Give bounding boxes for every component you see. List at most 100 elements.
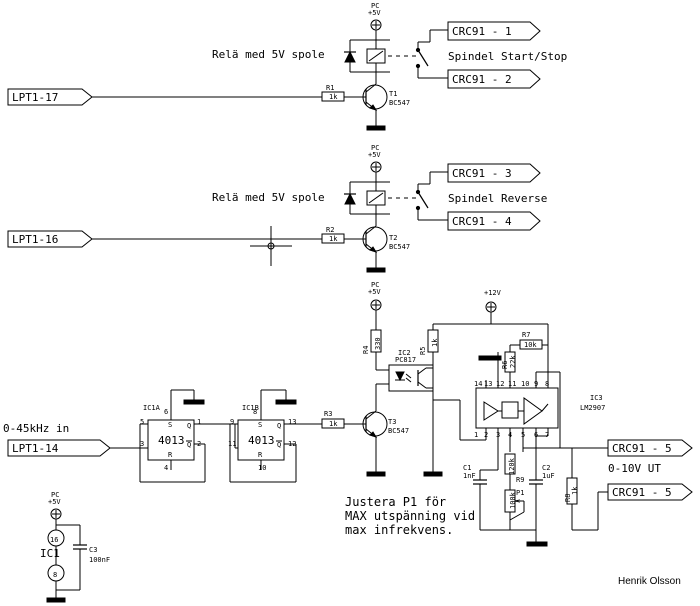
- r5-label: R5: [419, 347, 427, 355]
- ic3-pin-10: 10: [521, 380, 529, 388]
- port-crc91-1-label: CRC91 - 1: [452, 25, 512, 38]
- relay1-ground: [366, 125, 386, 131]
- crosshair-marker: [250, 226, 292, 266]
- ic1b-pin-8: 8: [253, 408, 257, 416]
- ic3-bottom-ground: [526, 541, 548, 547]
- ic1a-pin-4: 4: [164, 464, 168, 472]
- r4-label: R4: [362, 346, 370, 354]
- t3-type: BC547: [388, 427, 409, 435]
- c1-value: 1nF: [463, 472, 476, 480]
- port-crc91-4-label: CRC91 - 4: [452, 215, 512, 228]
- ic2-optocoupler: [388, 364, 434, 392]
- ic1b-pin-10: 10: [258, 464, 266, 472]
- ic1-label: IC1: [40, 547, 60, 560]
- ic1-supply-5v: +5V: [48, 498, 61, 506]
- r8-label: R8: [564, 494, 572, 502]
- r9-value: 120k: [508, 457, 516, 475]
- port-lpt1-16: [7, 230, 93, 248]
- ic1a-ground: [183, 399, 205, 405]
- r7-label: R7: [522, 331, 530, 339]
- ic3-pin-1: 1: [474, 431, 478, 439]
- relay2-label: Relä med 5V spole: [212, 191, 325, 204]
- ic1b-ground: [275, 399, 297, 405]
- ic1b-flipflop: [237, 419, 285, 461]
- ic3-pin-8: 8: [545, 380, 549, 388]
- adjust-note-line3: max infrekvens.: [345, 523, 453, 537]
- ic3-pin-11: 11: [508, 380, 516, 388]
- relay1-supply-pc: PC: [371, 2, 379, 10]
- adjust-note-line2: MAX utspänning vid: [345, 509, 475, 523]
- ic1-pin-16: 16: [50, 536, 58, 544]
- ic1a-label: IC1A: [143, 404, 161, 412]
- ic3-pin-13: 13: [484, 380, 492, 388]
- ic1a-pin-1: 1: [197, 418, 201, 426]
- port-crc91-5-gnd: [607, 483, 693, 501]
- t1-label: T1: [389, 90, 397, 98]
- ic3-pin-7: 7: [545, 431, 549, 439]
- ic1b-pin-13: 13: [288, 418, 296, 426]
- ic1-power-ground: [46, 597, 66, 603]
- ic1a-pin-5: 5: [140, 418, 144, 426]
- opto-supply-5v: +5V: [368, 288, 381, 296]
- c3-value: 100nF: [89, 556, 110, 564]
- port-lpt1-14: [7, 439, 111, 457]
- r9-label: R9: [516, 476, 524, 484]
- ic1a-pin-6: 6: [164, 408, 168, 416]
- ic1a-pin-r: R: [168, 451, 173, 459]
- ic1-pin-8: 8: [53, 571, 57, 579]
- ic1b-pin-qbar: Q: [277, 441, 281, 449]
- ic1b-pin-11: 11: [228, 440, 236, 448]
- opto-ground: [423, 471, 443, 477]
- r8-value: 1k: [571, 486, 579, 495]
- t2-label: T2: [389, 234, 397, 242]
- r5-value: 1k: [431, 338, 439, 347]
- output-range-label: 0-10V UT: [608, 462, 661, 475]
- port-crc91-2: [447, 69, 541, 89]
- relay2-flyback-diode: [344, 192, 356, 205]
- freq-input-label: 0-45kHz in: [3, 422, 69, 435]
- t3-label: T3: [388, 418, 396, 426]
- c3-label: C3: [89, 546, 97, 554]
- r3-value: 1k: [329, 420, 338, 428]
- r3-label: R3: [324, 410, 332, 418]
- r7-value: 10k: [524, 341, 537, 349]
- c1-label: C1: [463, 464, 471, 472]
- relay2-section: PC +5V Relä med 5V spole Spindel Reverse…: [7, 144, 547, 273]
- ic1b-pin-q: Q: [277, 422, 281, 430]
- relay1-label: Relä med 5V spole: [212, 48, 325, 61]
- relay2-supply-pc: PC: [371, 144, 379, 152]
- t2-type: BC547: [389, 243, 410, 251]
- ic1a-pin-q: Q: [187, 422, 191, 430]
- relay1-flyback-diode: [344, 50, 356, 63]
- port-lpt1-17-label: LPT1-17: [12, 91, 58, 104]
- ic1a-pin-3: 3: [140, 440, 144, 448]
- r2-value: 1k: [329, 235, 338, 243]
- author-signature: Henrik Olsson: [618, 576, 681, 587]
- port-lpt1-14-label: LPT1-14: [12, 442, 59, 455]
- p1-value: 100k: [509, 491, 517, 509]
- r1-value: 1k: [329, 93, 338, 101]
- ic2-type: PC817: [395, 356, 416, 364]
- opto-supply-pc: PC: [371, 281, 379, 289]
- port-crc91-4: [447, 211, 541, 231]
- port-crc91-5-out: [607, 439, 693, 457]
- relay2-supply-5v: +5V: [368, 151, 381, 159]
- ic1b-label: IC1B: [242, 404, 259, 412]
- port-crc91-3: [447, 163, 541, 183]
- r1-label: R1: [326, 84, 334, 92]
- ic1b-chip: 4013: [248, 434, 275, 447]
- spindel-start-stop-label: Spindel Start/Stop: [448, 50, 567, 63]
- ic1a-pin-s: S: [168, 421, 172, 429]
- r4-value: 330: [374, 337, 382, 350]
- r2-label: R2: [326, 226, 334, 234]
- ic1a-pin-qbar: Q: [187, 441, 191, 449]
- ic1b-pin-r: R: [258, 451, 263, 459]
- p1-label: P1: [516, 489, 524, 497]
- relay1-section: PC +5V Relä med 5V spole Spindel Start/S…: [7, 2, 567, 131]
- ic1-supply-pc: PC: [51, 491, 59, 499]
- port-crc91-5-gnd-label: CRC91 - 5: [612, 486, 672, 499]
- port-crc91-1: [447, 21, 541, 41]
- port-crc91-2-label: CRC91 - 2: [452, 73, 512, 86]
- r6-value: 22k: [509, 355, 517, 368]
